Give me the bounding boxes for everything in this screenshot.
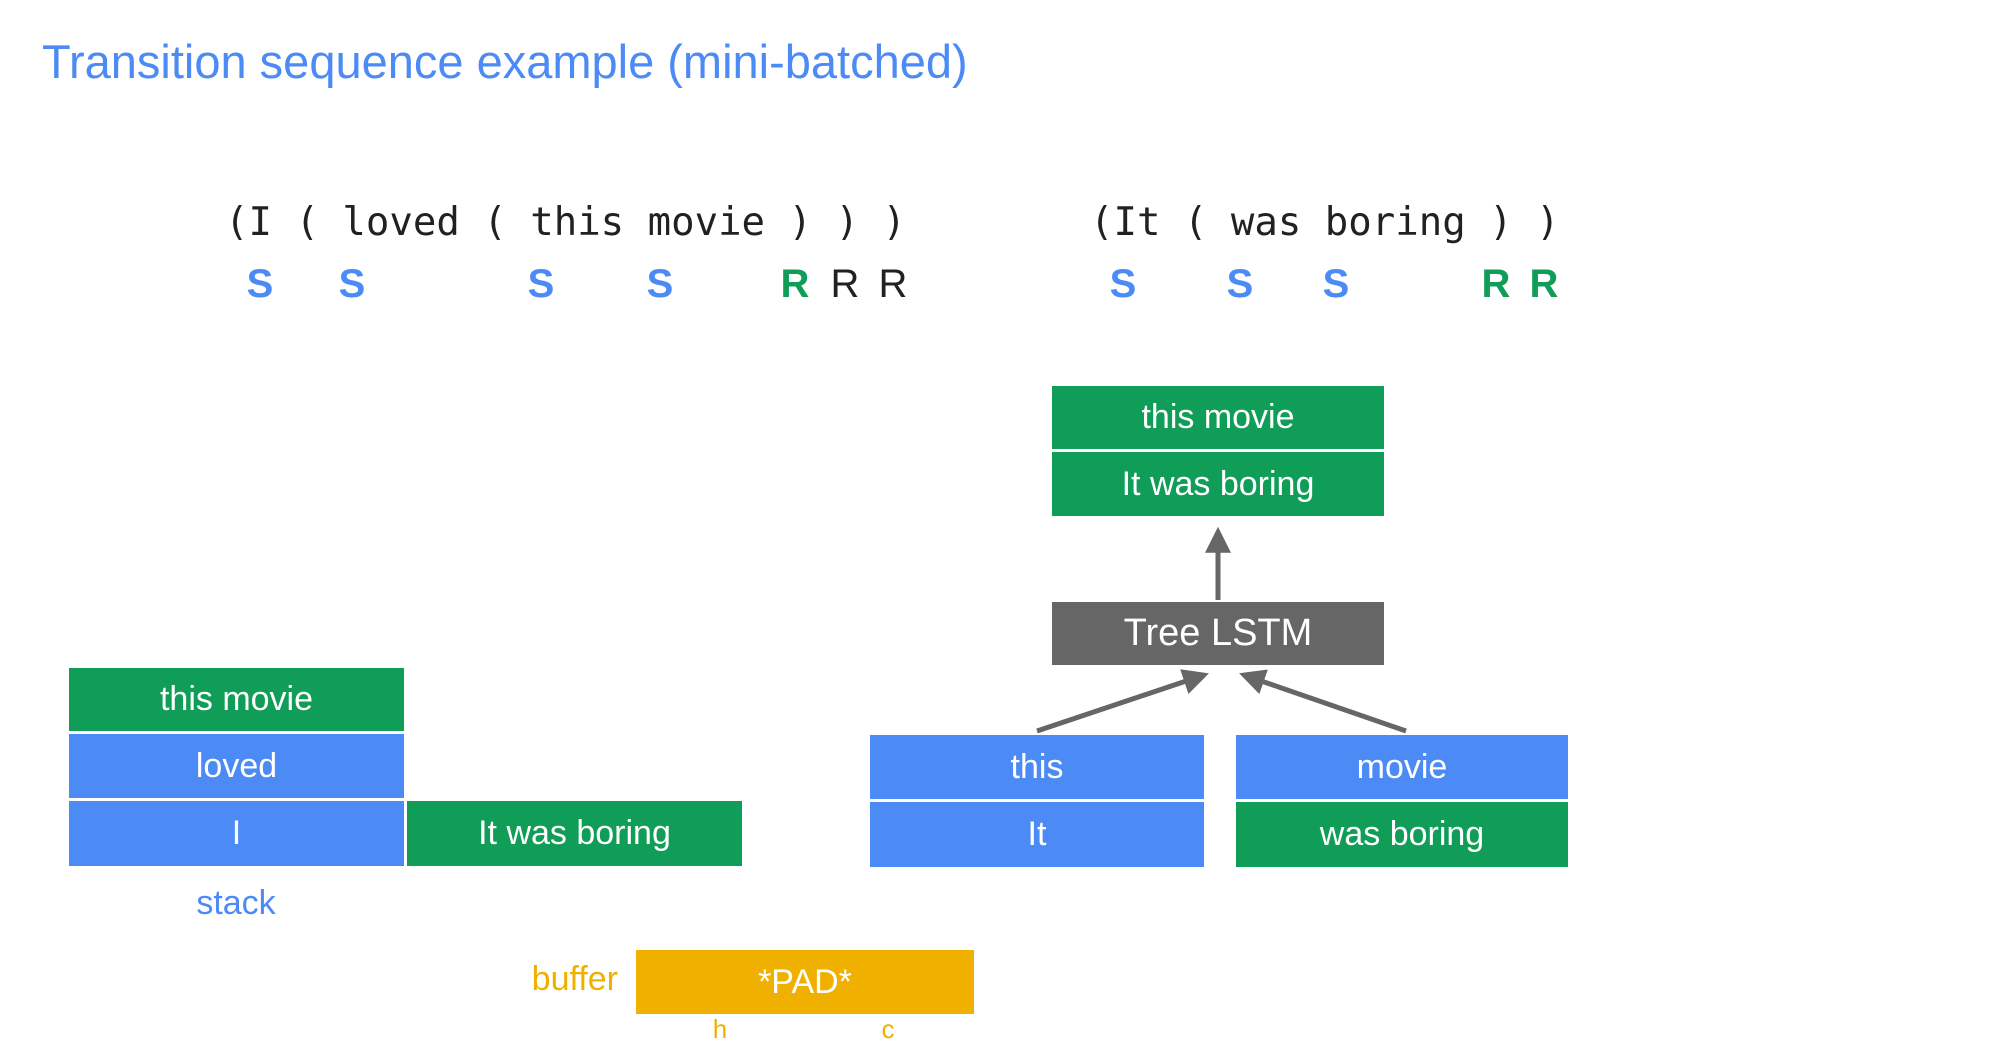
stack-box-loved: loved <box>69 734 404 798</box>
action-letter: S <box>338 262 366 306</box>
stack-box-this-movie: this movie <box>69 668 404 731</box>
tree-lstm-box: Tree LSTM <box>1052 602 1384 665</box>
sentence-right: (It ( was boring ) ) <box>1090 200 1560 245</box>
arrow-left-child-to-treelstm <box>1036 669 1209 734</box>
buffer-caption: buffer <box>531 960 618 998</box>
buffer-h-label: h <box>712 1014 728 1044</box>
child-box-it: It <box>870 802 1204 867</box>
child-box-was-boring: was boring <box>1236 802 1568 867</box>
action-letter: S <box>1109 262 1137 306</box>
action-letter: R <box>780 262 810 306</box>
buffer-pad-box: *PAD* <box>636 950 974 1014</box>
stack-caption: stack <box>196 884 276 922</box>
stack-box-it-was-boring: It was boring <box>407 801 742 866</box>
action-letter: S <box>1322 262 1350 306</box>
result-box-this-movie: this movie <box>1052 386 1384 449</box>
action-letter: R <box>878 262 908 306</box>
action-letter: R <box>1481 262 1511 306</box>
action-letter: S <box>1226 262 1254 306</box>
buffer-c-label: c <box>881 1014 895 1044</box>
action-letter: S <box>246 262 274 306</box>
slide-title: Transition sequence example (mini-batche… <box>42 35 968 88</box>
stack-box-i: I <box>69 801 404 866</box>
action-letter: S <box>527 262 555 306</box>
action-letter: R <box>830 262 860 306</box>
child-box-this: this <box>870 735 1204 799</box>
action-letter: S <box>646 262 674 306</box>
arrow-right-child-to-treelstm <box>1239 669 1407 734</box>
result-box-it-was-boring: It was boring <box>1052 452 1384 516</box>
child-box-movie: movie <box>1236 735 1568 799</box>
action-letter: R <box>1529 262 1559 306</box>
sentence-left: (I ( loved ( this movie ) ) ) <box>225 200 906 245</box>
